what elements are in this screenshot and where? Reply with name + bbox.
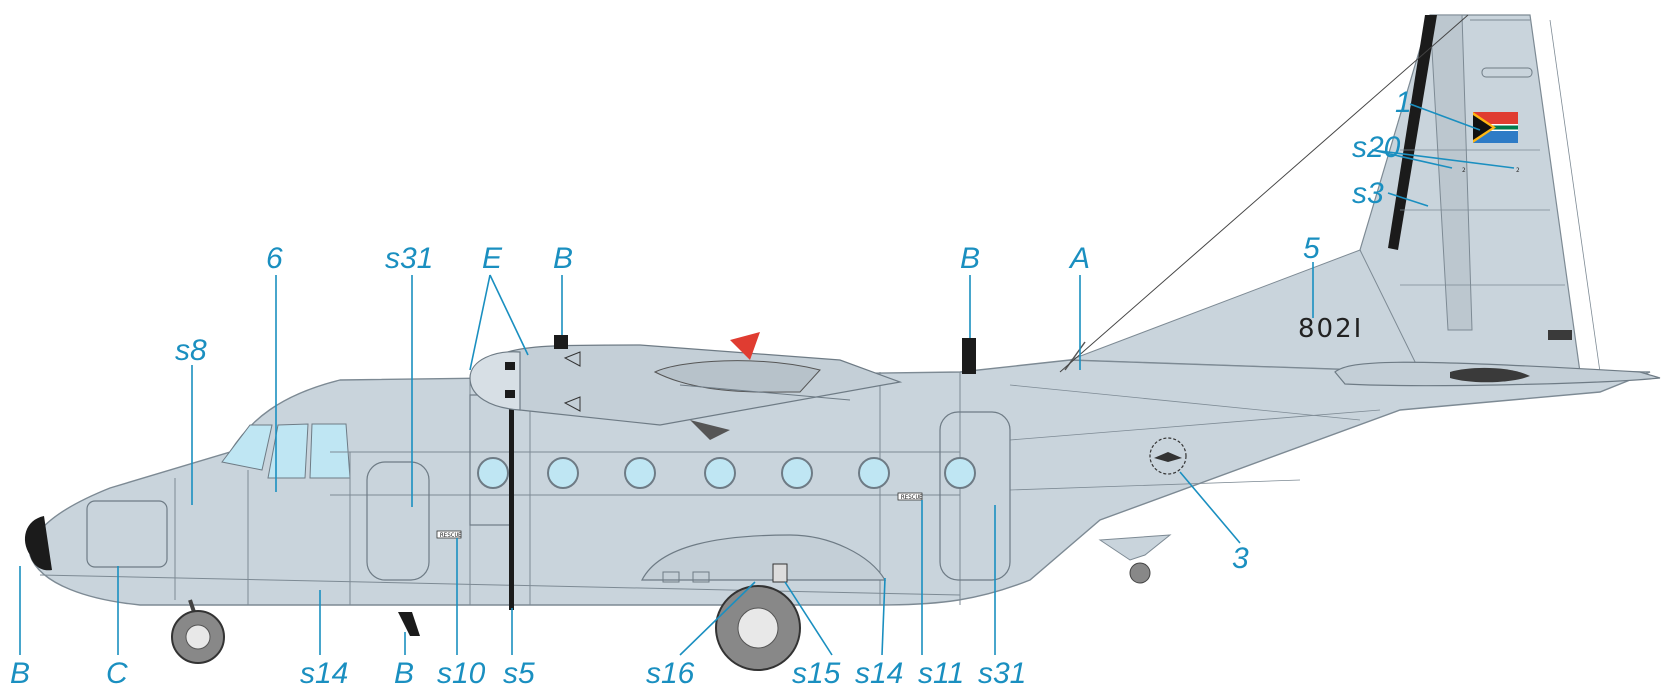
callout-3: 3 bbox=[1232, 542, 1249, 575]
top-antenna-aft bbox=[962, 338, 976, 374]
callout-leaders bbox=[19, 103, 1515, 656]
horizontal-stabiliser bbox=[1334, 361, 1661, 387]
nose-cap bbox=[24, 516, 52, 571]
callout-s14-aft: s14 bbox=[855, 657, 903, 690]
callout-5: 5 bbox=[1303, 232, 1320, 265]
cabin-windows bbox=[477, 457, 976, 489]
nose-landing-gear bbox=[171, 599, 225, 664]
fuselage: RESCUE RESCUE 802I bbox=[24, 314, 1651, 610]
svg-text:2: 2 bbox=[1516, 167, 1520, 174]
rescue-placard-aft: RESCUE bbox=[897, 492, 923, 501]
callout-s8: s8 bbox=[175, 334, 207, 367]
svg-text:RESCUE: RESCUE bbox=[901, 494, 923, 501]
callout-B-gear: B bbox=[394, 657, 414, 690]
callout-s11: s11 bbox=[918, 657, 964, 690]
callout-E: E bbox=[482, 242, 503, 275]
propeller-warning-stripe bbox=[509, 360, 514, 610]
callout-6: 6 bbox=[266, 242, 283, 275]
callout-s5: s5 bbox=[503, 657, 535, 690]
serial-number: 802I bbox=[1298, 314, 1363, 344]
callout-s20: s20 bbox=[1352, 131, 1401, 164]
crew-door bbox=[366, 461, 430, 581]
callout-s16: s16 bbox=[646, 657, 695, 690]
callout-labels: 1 s20 s3 5 A B B E s31 6 s8 3 B C s14 B … bbox=[10, 86, 1412, 690]
air-force-roundel bbox=[1149, 437, 1187, 475]
callout-s31-fwd: s31 bbox=[385, 242, 433, 275]
rear-door bbox=[939, 411, 1011, 581]
main-gear-sponson bbox=[641, 534, 887, 581]
top-antenna-fwd bbox=[554, 335, 568, 349]
svg-text:RESCUE: RESCUE bbox=[440, 532, 462, 539]
callout-B-nose: B bbox=[10, 657, 30, 690]
svg-text:2: 2 bbox=[1462, 167, 1466, 174]
callout-1: 1 bbox=[1395, 86, 1412, 119]
callout-s3: s3 bbox=[1352, 177, 1384, 210]
rescue-placard-fwd: RESCUE bbox=[436, 530, 462, 539]
callout-C: C bbox=[106, 657, 128, 690]
callout-A: A bbox=[1068, 242, 1090, 275]
main-landing-gear bbox=[715, 585, 801, 671]
ventral-antenna bbox=[398, 612, 420, 636]
cockpit-windscreen bbox=[221, 424, 273, 471]
national-flag-decal bbox=[1473, 112, 1518, 143]
callout-s15: s15 bbox=[792, 657, 841, 690]
callout-B-aft: B bbox=[960, 242, 980, 275]
callout-s10: s10 bbox=[437, 657, 486, 690]
callout-s14-fwd: s14 bbox=[300, 657, 348, 690]
callout-B-prop: B bbox=[553, 242, 573, 275]
callout-s31-aft: s31 bbox=[978, 657, 1026, 690]
